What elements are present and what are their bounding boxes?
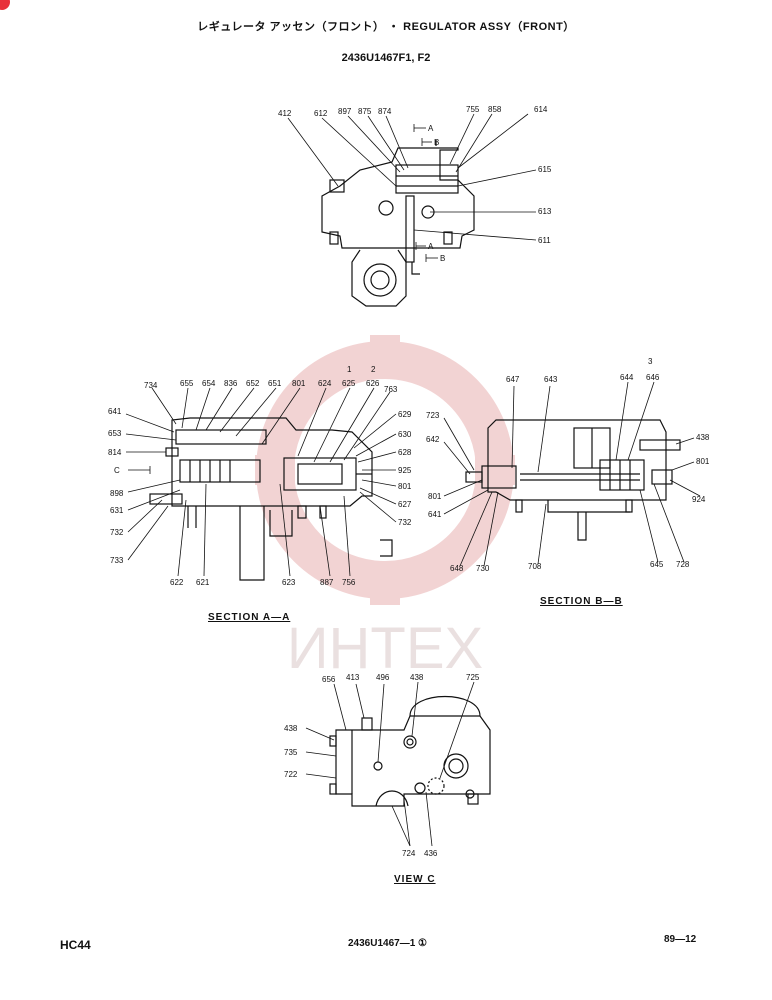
view-c-caption: VIEW C bbox=[394, 874, 436, 885]
part-label: 631 bbox=[110, 506, 124, 515]
part-label: 624 bbox=[318, 379, 332, 388]
part-label: 723 bbox=[426, 411, 440, 420]
part-label: 735 bbox=[284, 748, 298, 757]
part-label: 625 bbox=[342, 379, 356, 388]
footer-model: HC44 bbox=[60, 938, 91, 952]
part-label: 858 bbox=[488, 105, 502, 114]
section-a-caption: SECTION A—A bbox=[208, 612, 291, 623]
part-label: 413 bbox=[346, 673, 360, 682]
part-label: 438 bbox=[696, 433, 710, 442]
section-a-labels: 1 2 734 655 654 836 652 651 801 624 625 … bbox=[108, 365, 412, 587]
part-label: 801 bbox=[428, 492, 442, 501]
part-label: 801 bbox=[398, 482, 412, 491]
part-label: 612 bbox=[314, 109, 328, 118]
part-label: 887 bbox=[320, 578, 334, 587]
part-label: 801 bbox=[292, 379, 306, 388]
part-label: 438 bbox=[284, 724, 298, 733]
section-mark: A bbox=[428, 242, 434, 251]
section-b-labels: 3 647 643 644 646 723 642 801 641 648 73… bbox=[426, 357, 710, 573]
part-label: 648 bbox=[450, 564, 464, 573]
part-label: 654 bbox=[202, 379, 216, 388]
part-label: 641 bbox=[108, 407, 122, 416]
part-label: 621 bbox=[196, 578, 210, 587]
part-label: 733 bbox=[110, 556, 124, 565]
part-label: 623 bbox=[282, 578, 296, 587]
callout-number: 1 bbox=[347, 365, 352, 374]
part-label: 734 bbox=[144, 381, 158, 390]
part-label: 874 bbox=[378, 107, 392, 116]
section-mark: A bbox=[428, 124, 434, 133]
part-label: 728 bbox=[676, 560, 690, 569]
part-label: 730 bbox=[476, 564, 490, 573]
part-label: 898 bbox=[110, 489, 124, 498]
section-mark: C bbox=[114, 466, 120, 475]
section-mark: B bbox=[440, 254, 445, 263]
part-label: 627 bbox=[398, 500, 412, 509]
part-label: 656 bbox=[322, 675, 336, 684]
part-label: 763 bbox=[384, 385, 398, 394]
part-label: 641 bbox=[428, 510, 442, 519]
part-label: 724 bbox=[402, 849, 416, 858]
part-label: 655 bbox=[180, 379, 194, 388]
part-label: 496 bbox=[376, 673, 390, 682]
view-c-labels: 656 413 496 438 725 438 735 722 724 436 bbox=[284, 673, 480, 858]
part-label: 626 bbox=[366, 379, 380, 388]
part-label: 643 bbox=[544, 375, 558, 384]
part-label: 622 bbox=[170, 578, 184, 587]
part-label: 630 bbox=[398, 430, 412, 439]
footer-date: 89—12 bbox=[664, 934, 697, 945]
part-label: 875 bbox=[358, 107, 372, 116]
corner-marker bbox=[0, 0, 10, 10]
part-label: 614 bbox=[534, 105, 548, 114]
part-label: 897 bbox=[338, 107, 352, 116]
part-label: 801 bbox=[696, 457, 710, 466]
part-label: 924 bbox=[692, 495, 706, 504]
part-label: 653 bbox=[108, 429, 122, 438]
part-label: 438 bbox=[410, 673, 424, 682]
footer-drawing-number: 2436U1467—1 ① bbox=[348, 938, 428, 949]
leader-lines bbox=[125, 113, 701, 847]
watermark: ИНТЕХ bbox=[255, 335, 515, 681]
section-b-view bbox=[465, 419, 681, 541]
view-c bbox=[329, 695, 491, 807]
page-title: レギュレータ アッセン（フロント） ・ REGULATOR ASSY（FRONT… bbox=[197, 21, 575, 33]
section-mark: B bbox=[434, 138, 439, 147]
part-label: 412 bbox=[278, 109, 292, 118]
top-view bbox=[321, 140, 475, 307]
watermark-text: ИНТЕХ bbox=[287, 616, 483, 681]
part-label: 611 bbox=[538, 236, 551, 245]
part-label: 628 bbox=[398, 448, 412, 457]
section-b-caption: SECTION B—B bbox=[540, 596, 623, 607]
part-label: 708 bbox=[528, 562, 542, 571]
part-label: 644 bbox=[620, 373, 634, 382]
part-label: 652 bbox=[246, 379, 260, 388]
part-label: 722 bbox=[284, 770, 298, 779]
top-view-labels: 412 612 897 875 874 755 858 614 615 613 … bbox=[278, 105, 552, 263]
part-label: 642 bbox=[426, 435, 440, 444]
part-label: 613 bbox=[538, 207, 552, 216]
part-label: 756 bbox=[342, 578, 356, 587]
part-label: 814 bbox=[108, 448, 122, 457]
part-label: 651 bbox=[268, 379, 282, 388]
part-label: 647 bbox=[506, 375, 520, 384]
part-label: 755 bbox=[466, 105, 480, 114]
part-label: 732 bbox=[398, 518, 412, 527]
part-label: 615 bbox=[538, 165, 552, 174]
part-label: 925 bbox=[398, 466, 412, 475]
part-label: 646 bbox=[646, 373, 660, 382]
part-label: 645 bbox=[650, 560, 664, 569]
part-label: 629 bbox=[398, 410, 412, 419]
part-label: 725 bbox=[466, 673, 480, 682]
callout-number: 3 bbox=[648, 357, 653, 366]
part-label: 436 bbox=[424, 849, 438, 858]
part-label: 732 bbox=[110, 528, 124, 537]
part-label: 836 bbox=[224, 379, 238, 388]
callout-number: 2 bbox=[371, 365, 376, 374]
part-number: 2436U1467F1, F2 bbox=[341, 52, 431, 64]
